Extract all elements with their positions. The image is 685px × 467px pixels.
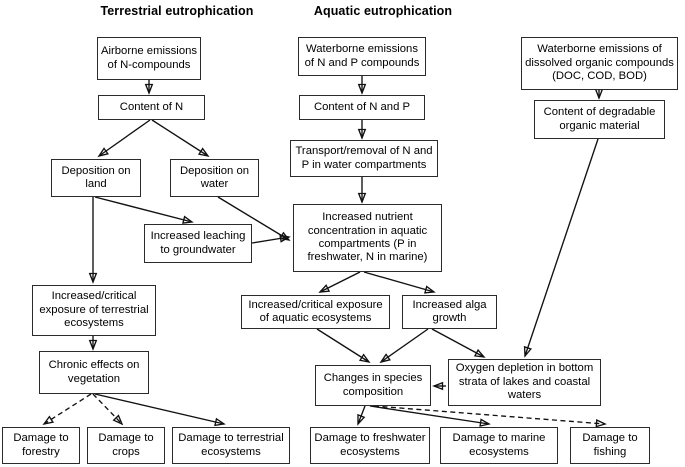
node-damage-fishing[interactable]: Damage to fishing <box>570 427 650 464</box>
node-label-deposition-on-land: Deposition on land <box>61 164 131 190</box>
node-deposition-on-land[interactable]: Deposition on land <box>51 159 141 197</box>
edge-e-changes-fishing <box>373 405 607 428</box>
node-label-changes-species: Changes in species composition <box>323 372 423 398</box>
node-aquatic-exposure[interactable]: Increased/critical exposure of aquatic e… <box>241 295 390 329</box>
edge-e-degradable-oxygen <box>523 138 599 358</box>
node-increased-leaching[interactable]: Increased leaching to groundwater <box>144 224 252 263</box>
edge-e-leaching-nutrient <box>251 234 291 244</box>
edge-e-aquatic-changes <box>316 328 371 363</box>
node-label-content-n-and-p: Content of N and P <box>313 100 411 113</box>
edge-e-nutrient-aquatic <box>318 271 361 293</box>
edge-e-land-leaching <box>94 196 194 224</box>
node-deposition-on-water[interactable]: Deposition on water <box>170 159 259 197</box>
edge-e-airborne-content <box>144 80 154 95</box>
node-label-degradable-organic: Content of degradable organic material <box>543 106 656 132</box>
node-label-nutrient-concentration: Increased nutrient concentration in aqua… <box>307 211 428 264</box>
edge-e-content-transport <box>357 120 367 140</box>
node-label-deposition-on-water: Deposition on water <box>179 164 250 190</box>
node-degradable-organic[interactable]: Content of degradable organic material <box>534 100 665 139</box>
node-label-damage-forestry: Damage to forestry <box>13 432 69 458</box>
edge-e-chronic-forestry <box>42 393 92 426</box>
node-waterborne-doc[interactable]: Waterborne emissions of dissolved organi… <box>521 37 678 90</box>
edge-e-nutrient-alga <box>363 271 436 294</box>
node-label-increased-leaching: Increased leaching to groundwater <box>150 230 246 256</box>
node-label-oxygen-depletion: Oxygen depletion in bottom strata of lak… <box>455 362 594 402</box>
title-terrestrial: Terrestrial eutrophication <box>100 4 254 18</box>
node-alga-growth[interactable]: Increased alga growth <box>402 295 497 329</box>
node-label-chronic-effects: Chronic effects on vegetation <box>48 359 140 385</box>
node-transport-removal[interactable]: Transport/removal of N and P in water co… <box>290 140 438 177</box>
edge-e-changes-freshwater <box>357 405 366 426</box>
node-changes-species[interactable]: Changes in species composition <box>315 365 431 406</box>
node-oxygen-depletion[interactable]: Oxygen depletion in bottom strata of lak… <box>448 359 601 406</box>
edge-e-chronic-crops <box>92 393 124 426</box>
node-terrestrial-exposure[interactable]: Increased/critical exposure of terrestri… <box>32 285 156 336</box>
edge-e-doc-degradable <box>594 88 604 100</box>
node-waterborne-np[interactable]: Waterborne emissions of N and P compound… <box>298 37 426 76</box>
node-label-damage-freshwater: Damage to freshwater ecosystems <box>314 432 426 458</box>
node-label-damage-marine: Damage to marine ecosystems <box>452 432 546 458</box>
node-label-aquatic-exposure: Increased/critical exposure of aquatic e… <box>248 298 383 324</box>
edge-e-waterborne-content <box>357 76 367 95</box>
node-label-transport-removal: Transport/removal of N and P in water co… <box>295 145 433 171</box>
edge-e-terrestrial-chronic <box>88 336 98 351</box>
node-damage-marine[interactable]: Damage to marine ecosystems <box>440 427 558 464</box>
edge-e-alga-changes <box>379 328 429 364</box>
edge-e-transport-nutrient <box>357 177 367 204</box>
node-content-of-n[interactable]: Content of N <box>98 95 205 120</box>
node-chronic-effects[interactable]: Chronic effects on vegetation <box>39 351 149 394</box>
node-damage-crops[interactable]: Damage to crops <box>87 427 165 464</box>
node-label-airborne-emissions: Airborne emissions of N-compounds <box>100 45 198 71</box>
node-content-n-and-p[interactable]: Content of N and P <box>299 95 425 120</box>
node-airborne-emissions[interactable]: Airborne emissions of N-compounds <box>97 37 201 80</box>
node-damage-forestry[interactable]: Damage to forestry <box>2 427 80 464</box>
edge-e-alga-oxygen <box>431 328 486 358</box>
node-nutrient-concentration[interactable]: Increased nutrient concentration in aqua… <box>293 204 442 272</box>
node-label-damage-crops: Damage to crops <box>98 432 154 458</box>
edge-e-land-terrestrial <box>88 197 98 284</box>
node-label-waterborne-np: Waterborne emissions of N and P compound… <box>304 43 420 69</box>
edge-e-chronic-terrestrial <box>94 393 226 427</box>
node-label-damage-terrestrial: Damage to terrestrial ecosystems <box>178 432 284 458</box>
edge-e-oxygen-changes <box>432 381 446 391</box>
title-aquatic: Aquatic eutrophication <box>313 4 453 18</box>
node-label-alga-growth: Increased alga growth <box>412 298 487 324</box>
node-label-damage-fishing: Damage to fishing <box>582 432 638 458</box>
node-damage-freshwater[interactable]: Damage to freshwater ecosystems <box>310 427 430 464</box>
node-damage-terrestrial[interactable]: Damage to terrestrial ecosystems <box>172 427 290 464</box>
edge-e-changes-marine <box>369 405 491 427</box>
node-label-waterborne-doc: Waterborne emissions of dissolved organi… <box>525 43 674 83</box>
edge-e-content-depwater <box>151 119 210 158</box>
node-label-terrestrial-exposure: Increased/critical exposure of terrestri… <box>39 290 149 330</box>
node-label-content-of-n: Content of N <box>119 100 184 113</box>
edge-e-content-depland <box>97 119 151 158</box>
